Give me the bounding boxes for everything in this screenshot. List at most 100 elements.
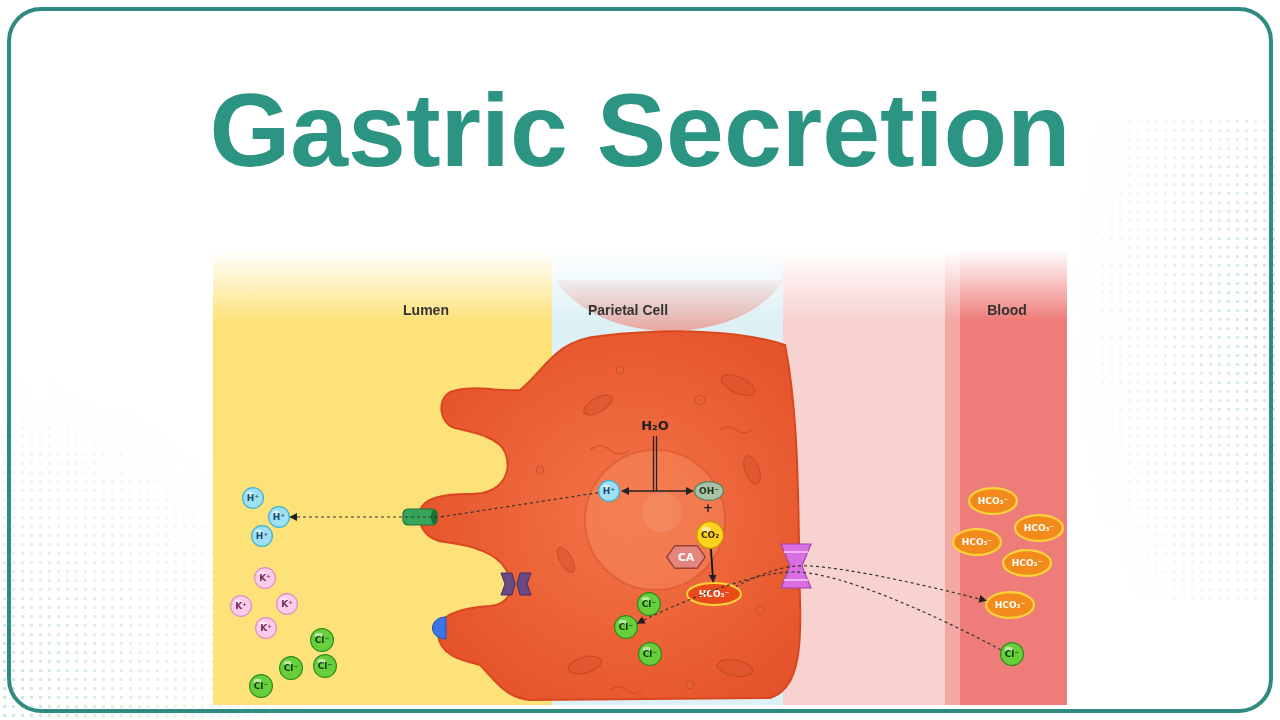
node-text-holder: H⁺ — [242, 487, 264, 509]
ellipse-shape — [969, 488, 1017, 514]
exchanger-stripe — [784, 579, 808, 581]
node-text-holder: OH⁻ — [694, 481, 724, 501]
ellipse-shape — [1015, 515, 1063, 541]
ion-oval: HCO₃⁻ — [686, 582, 742, 606]
ion-circle: Cl⁻ — [638, 642, 662, 666]
node-text-holder: Cl⁻ — [637, 592, 661, 616]
ion-label: K⁺ — [259, 574, 271, 583]
node-text-holder: K⁺ — [254, 567, 276, 589]
ion-label: Cl⁻ — [315, 636, 329, 645]
ellipse-shape — [1003, 550, 1051, 576]
mitochondrion — [554, 545, 578, 575]
proton-pump-body — [403, 509, 437, 525]
ion-circle: K⁺ — [255, 617, 277, 639]
node-text-holder: CA — [666, 545, 706, 569]
ion-label: HCO₃⁻ — [1012, 559, 1042, 568]
ion-circle: Cl⁻ — [279, 656, 303, 680]
ellipse-shape — [280, 657, 303, 680]
node-text-holder: Cl⁻ — [310, 628, 334, 652]
ellipse-shape — [986, 592, 1034, 618]
parietal-cell-body — [420, 331, 801, 700]
ion-circle: K⁺ — [254, 567, 276, 589]
ion-circle: Cl⁻ — [249, 674, 273, 698]
mitochondrion — [581, 391, 616, 419]
node-text-holder: HCO₃⁻ — [952, 528, 1002, 556]
ion-label: CA — [678, 552, 695, 563]
reticulum — [720, 427, 752, 433]
ion-label: Cl⁻ — [284, 664, 298, 673]
proton-pump-end — [431, 510, 437, 524]
ellipse-shape — [231, 596, 252, 617]
ellipse-shape — [1001, 643, 1024, 666]
node-text-holder: HCO₃⁻ — [686, 582, 742, 606]
ion-label: K⁺ — [260, 624, 272, 633]
node-text-holder: CO₂ — [696, 521, 724, 549]
neighbour-cell — [556, 280, 784, 331]
node-text-holder: Cl⁻ — [313, 654, 337, 678]
vessel-wall — [945, 250, 960, 705]
page-title: Gastric Secretion — [0, 78, 1280, 182]
ion-circle: K⁺ — [230, 595, 252, 617]
ion-label: Cl⁻ — [642, 600, 656, 609]
channel-half — [501, 573, 515, 595]
ellipse-shape — [311, 629, 334, 652]
compartment-band: BloodHCO₃⁻HCO₃⁻HCO₃⁻HCO₃⁻HCO₃⁻Cl⁻ — [945, 295, 1067, 705]
ion-circle: H⁺ — [598, 480, 620, 502]
node-text-holder: HCO₃⁻ — [1014, 514, 1064, 542]
ion-label: HCO₃⁻ — [699, 590, 729, 599]
ellipse-shape — [252, 526, 273, 547]
potassium-channel — [501, 573, 531, 595]
ellipse-shape — [695, 482, 724, 501]
compartment-heading: Lumen — [403, 302, 449, 318]
ion-circle: K⁺ — [276, 593, 298, 615]
node-text-holder: K⁺ — [276, 593, 298, 615]
blood-area — [960, 250, 1067, 705]
ion-label: HCO₃⁻ — [978, 497, 1008, 506]
vesicle — [616, 366, 624, 374]
reaction-split-arrow — [622, 490, 693, 492]
ellipse-shape — [250, 675, 273, 698]
compartment-heading: Blood — [987, 302, 1027, 318]
ellipse-shape — [697, 522, 724, 549]
ion-circle: Cl⁻ — [313, 654, 337, 678]
ion-label: Cl⁻ — [254, 682, 268, 691]
ion-label: H⁺ — [256, 532, 268, 541]
vesicle — [756, 606, 764, 614]
exchanger-stripe — [784, 551, 808, 553]
ion-oval: HCO₃⁻ — [952, 528, 1002, 556]
ellipse-shape — [639, 643, 662, 666]
ion-circle: H⁺ — [251, 525, 273, 547]
reaction-line — [656, 436, 657, 491]
ion-circle: H⁺ — [268, 506, 290, 528]
transport-arrow — [736, 566, 986, 601]
ion-label: Cl⁻ — [619, 623, 633, 632]
vesicle — [536, 466, 544, 474]
mitochondrion — [716, 657, 754, 679]
proton-pump — [403, 509, 437, 525]
enzyme-hexagon: CA — [666, 545, 706, 569]
ion-circle: Cl⁻ — [637, 592, 661, 616]
ellipse-shape — [277, 594, 298, 615]
ellipse-shape — [687, 583, 741, 605]
ion-circle: H⁺ — [242, 487, 264, 509]
mitochondrion — [567, 653, 604, 677]
ion-label: Cl⁻ — [643, 650, 657, 659]
node-text-holder: H⁺ — [598, 480, 620, 502]
ion-label: H⁺ — [273, 513, 285, 522]
ion-label: OH⁻ — [699, 487, 719, 496]
molecule-circle: CO₂ — [696, 521, 724, 549]
compartment-band: Parietal CellH⁺ OH⁻ CO₂ CA HCO₃⁻ Cl⁻ Cl⁻ Cl⁻ — [552, 295, 783, 705]
ion-label: CO₂ — [701, 531, 719, 540]
mitochondrion — [718, 370, 757, 400]
chloride-channel — [433, 617, 447, 639]
organelles — [536, 366, 764, 693]
ion-oval: HCO₃⁻ — [1014, 514, 1064, 542]
node-text-holder: Cl⁻ — [638, 642, 662, 666]
ellipse-shape — [638, 593, 661, 616]
ellipse-shape — [243, 488, 264, 509]
hexagon-shape — [667, 546, 706, 569]
compartment-heading: Parietal Cell — [588, 302, 668, 318]
